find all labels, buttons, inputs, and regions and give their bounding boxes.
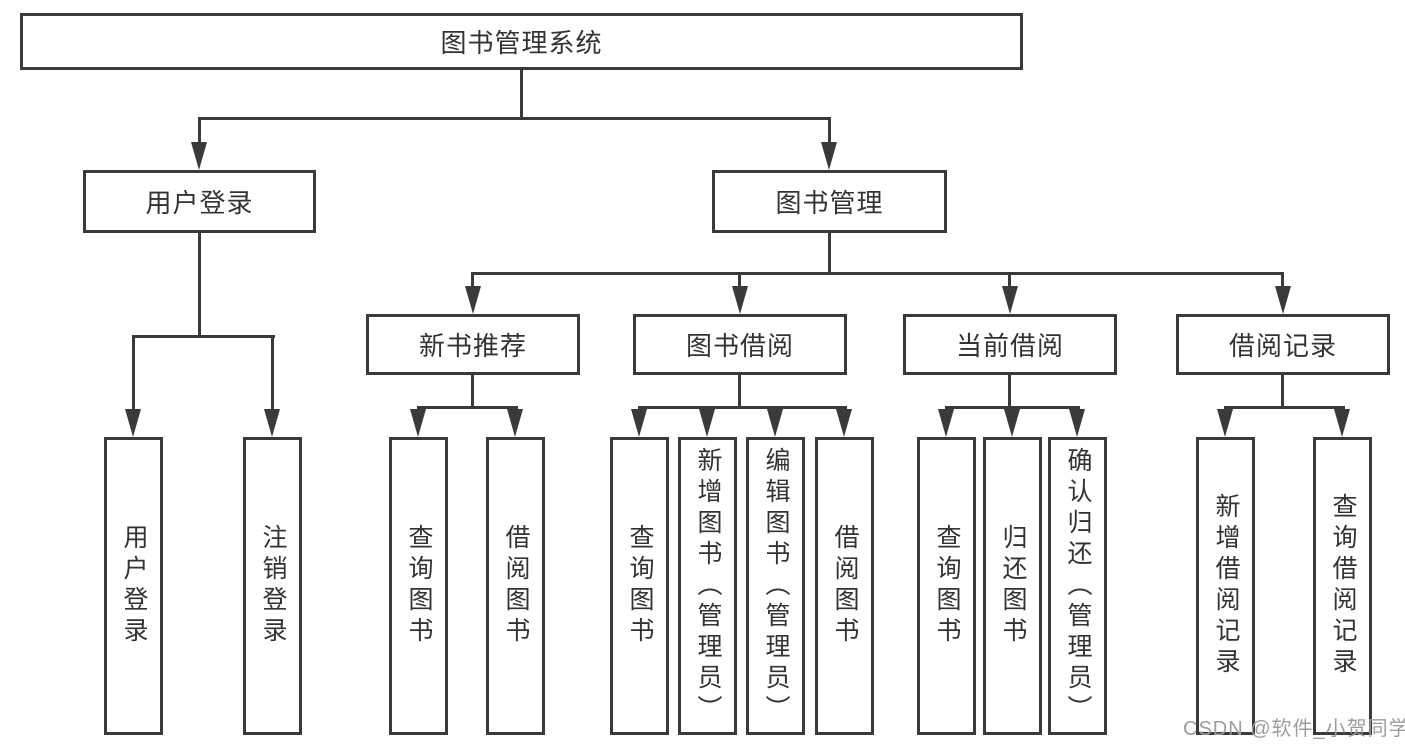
arrowhead-borrow-records — [1275, 286, 1291, 314]
node-user-login-label: 用户登录 — [145, 188, 254, 218]
leaf-borrow-borrow-books: 借阅图书 — [815, 437, 874, 735]
connector-drop-book-mgmt — [828, 117, 831, 144]
arrowhead-g2-query-books — [410, 409, 426, 437]
leaf-logout-label: 注销登录 — [259, 524, 287, 648]
leaf-borrow-add-books-admin-label: 新增图书（管理员） — [694, 446, 722, 726]
connector-level3-branch — [471, 272, 1284, 275]
connector-level2-branch — [198, 117, 831, 120]
connector-current-borrow-stem — [1008, 375, 1011, 408]
leaf-records-add-record-label: 新增借阅记录 — [1212, 493, 1240, 679]
leaf-recommend-query-books: 查询图书 — [389, 437, 448, 735]
node-book-borrow: 图书借阅 — [633, 314, 847, 375]
connector-drop-user-login — [198, 117, 201, 144]
arrowhead-g3-edit-books — [767, 409, 783, 437]
arrowhead-g5-query-record — [1334, 409, 1350, 437]
node-user-login: 用户登录 — [83, 170, 316, 233]
node-current-borrow: 当前借阅 — [903, 314, 1117, 375]
connector-user-login-branch — [132, 335, 275, 338]
node-new-book-recommend: 新书推荐 — [366, 314, 580, 375]
arrowhead-g3-add-books — [699, 409, 715, 437]
node-current-borrow-label: 当前借阅 — [955, 331, 1064, 361]
arrowhead-leaf-logout — [264, 409, 280, 437]
node-book-management-label: 图书管理 — [775, 188, 884, 218]
leaf-current-return-books-label: 归还图书 — [999, 524, 1027, 648]
leaf-user-login: 用户登录 — [104, 437, 163, 735]
leaf-recommend-borrow-books-label: 借阅图书 — [502, 524, 530, 648]
arrowhead-leaf-login — [125, 409, 141, 437]
leaf-borrow-borrow-books-label: 借阅图书 — [831, 524, 859, 648]
connector-group5-branch — [1224, 406, 1345, 409]
connector-drop-leaf-logout — [271, 335, 274, 410]
node-library-system-label: 图书管理系统 — [440, 28, 603, 58]
node-borrow-records-label: 借阅记录 — [1228, 331, 1337, 361]
leaf-borrow-add-books-admin: 新增图书（管理员） — [678, 437, 737, 735]
node-borrow-records: 借阅记录 — [1176, 314, 1390, 375]
node-library-system: 图书管理系统 — [20, 13, 1023, 70]
connector-user-login-stem — [198, 233, 201, 335]
arrowhead-g4-confirm-return — [1069, 409, 1085, 437]
leaf-borrow-query-books-label: 查询图书 — [626, 524, 654, 648]
connector-book-mgmt-stem — [828, 233, 831, 272]
connector-drop-leaf-login — [132, 335, 135, 410]
connector-new-book-stem — [471, 375, 474, 408]
connector-group4-branch — [945, 406, 1080, 409]
arrowhead-book-borrow — [732, 286, 748, 314]
arrowhead-g3-query-books — [631, 409, 647, 437]
leaf-logout: 注销登录 — [243, 437, 302, 735]
connector-drop-new-book — [471, 272, 474, 287]
arrowhead-g4-return-books — [1004, 409, 1020, 437]
leaf-current-query-books: 查询图书 — [917, 437, 976, 735]
connector-borrow-records-stem — [1281, 375, 1284, 408]
leaf-recommend-borrow-books: 借阅图书 — [486, 437, 545, 735]
leaf-borrow-edit-books-admin-label: 编辑图书（管理员） — [762, 446, 790, 726]
connector-root-stem — [520, 70, 523, 118]
arrowhead-book-mgmt — [821, 142, 837, 170]
connector-group3-branch — [638, 406, 847, 409]
node-book-borrow-label: 图书借阅 — [685, 331, 794, 361]
node-book-management: 图书管理 — [712, 170, 947, 233]
arrowhead-current-borrow — [1002, 286, 1018, 314]
leaf-borrow-edit-books-admin: 编辑图书（管理员） — [746, 437, 805, 735]
connector-drop-current-borrow — [1008, 272, 1011, 287]
arrowhead-g5-add-record — [1217, 409, 1233, 437]
leaf-current-confirm-return-admin-label: 确认归还（管理员） — [1064, 446, 1092, 726]
leaf-borrow-query-books: 查询图书 — [610, 437, 669, 735]
connector-group2-branch — [417, 406, 518, 409]
leaf-records-query-record: 查询借阅记录 — [1313, 437, 1372, 735]
connector-drop-book-borrow — [738, 272, 741, 287]
arrowhead-g2-borrow-books — [507, 409, 523, 437]
leaf-user-login-label: 用户登录 — [120, 524, 148, 648]
arrowhead-user-login — [191, 142, 207, 170]
node-new-book-recommend-label: 新书推荐 — [418, 331, 527, 361]
connector-book-borrow-stem — [738, 375, 741, 408]
leaf-current-confirm-return-admin: 确认归还（管理员） — [1048, 437, 1107, 735]
arrowhead-new-book — [465, 286, 481, 314]
arrowhead-g4-query-books — [938, 409, 954, 437]
leaf-records-query-record-label: 查询借阅记录 — [1329, 493, 1357, 679]
leaf-records-add-record: 新增借阅记录 — [1196, 437, 1255, 735]
watermark: CSDN @软件_小贺同学 — [1183, 718, 1405, 740]
leaf-current-return-books: 归还图书 — [983, 437, 1042, 735]
arrowhead-g3-borrow-books — [836, 409, 852, 437]
leaf-recommend-query-books-label: 查询图书 — [405, 524, 433, 648]
connector-drop-borrow-records — [1281, 272, 1284, 287]
leaf-current-query-books-label: 查询图书 — [933, 524, 961, 648]
